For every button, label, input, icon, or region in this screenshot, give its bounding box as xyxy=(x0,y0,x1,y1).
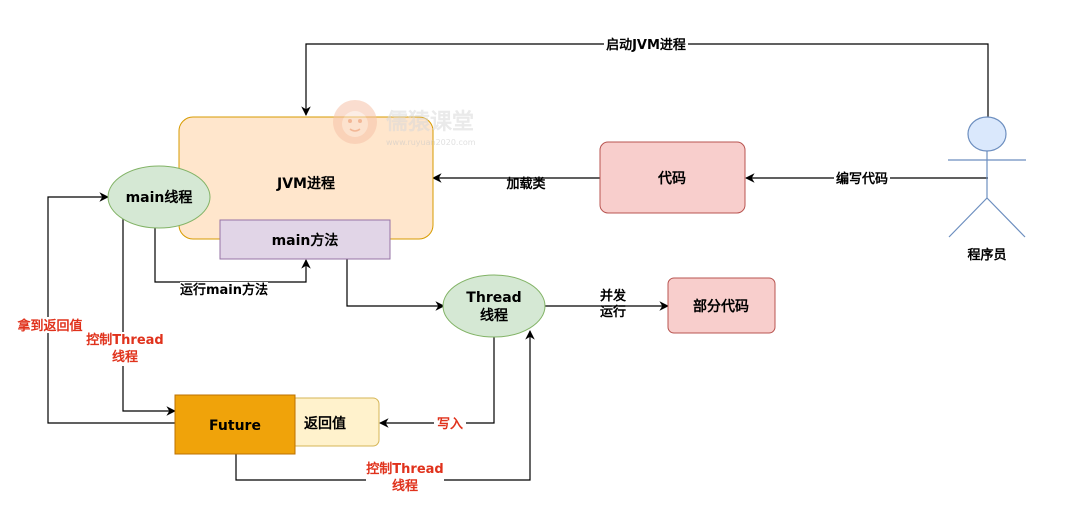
actor-leg-right xyxy=(986,197,1026,238)
concurrent-label-line2: 运行 xyxy=(600,304,626,320)
write-code-label: 编写代码 xyxy=(836,171,888,187)
run-main-label-bg xyxy=(180,282,268,298)
run-main-label: 运行main方法 xyxy=(180,282,268,298)
edge-get-return xyxy=(47,192,175,424)
programmer-label: 程序员 xyxy=(967,247,1006,263)
watermark-brand: 儒猿课堂 xyxy=(386,110,474,135)
thread-label-line1: Thread xyxy=(466,290,521,306)
thread-label-line2: 线程 xyxy=(480,307,508,324)
start-jvm-label-bg xyxy=(604,36,688,52)
get-return-label-bg xyxy=(16,317,84,333)
future-box xyxy=(174,394,296,455)
control-thread-bottom-label-bg xyxy=(366,460,444,494)
control-thread-label-bg xyxy=(88,332,164,366)
control-thread-bottom-label-line1: 控制Thread xyxy=(366,461,443,477)
control-thread-bottom-label-line2: 线程 xyxy=(392,478,418,494)
write-in-label-bg xyxy=(434,416,466,432)
edge-main-to-thread xyxy=(346,259,445,311)
main-method-label: main方法 xyxy=(272,232,339,249)
load-class-label: 加载类 xyxy=(505,176,546,192)
write-code-label-bg xyxy=(834,170,890,186)
return-value-label: 返回值 xyxy=(304,415,346,432)
watermark: 儒猿课堂 www.ruyuan2020.com xyxy=(333,100,476,147)
edge-start-jvm xyxy=(301,43,989,118)
thread-ellipse xyxy=(442,274,546,338)
programmer-actor xyxy=(948,116,1026,238)
edge-write-in xyxy=(379,336,495,428)
code-box xyxy=(599,141,746,214)
get-return-label: 拿到返回值 xyxy=(16,318,82,334)
code-label: 代码 xyxy=(657,170,686,187)
write-in-label: 写入 xyxy=(437,417,463,432)
future-label: Future xyxy=(209,418,261,434)
start-jvm-label: 启动JVM进程 xyxy=(606,37,686,53)
edge-control-thread xyxy=(122,216,176,416)
actor-leg-left xyxy=(948,197,988,238)
main-thread-label: main线程 xyxy=(126,189,193,206)
main-method-box xyxy=(219,219,391,260)
control-thread-label-line2: 线程 xyxy=(112,349,138,365)
actor-head xyxy=(967,116,1007,152)
partial-code-box xyxy=(667,277,776,334)
partial-code-label: 部分代码 xyxy=(693,298,749,315)
concurrent-label-line1: 并发 xyxy=(600,288,627,304)
watermark-url: www.ruyuan2020.com xyxy=(386,138,476,147)
control-thread-label-line1: 控制Thread xyxy=(86,332,163,348)
jvm-process-label: JVM进程 xyxy=(276,176,335,192)
main-thread-ellipse xyxy=(107,165,211,229)
